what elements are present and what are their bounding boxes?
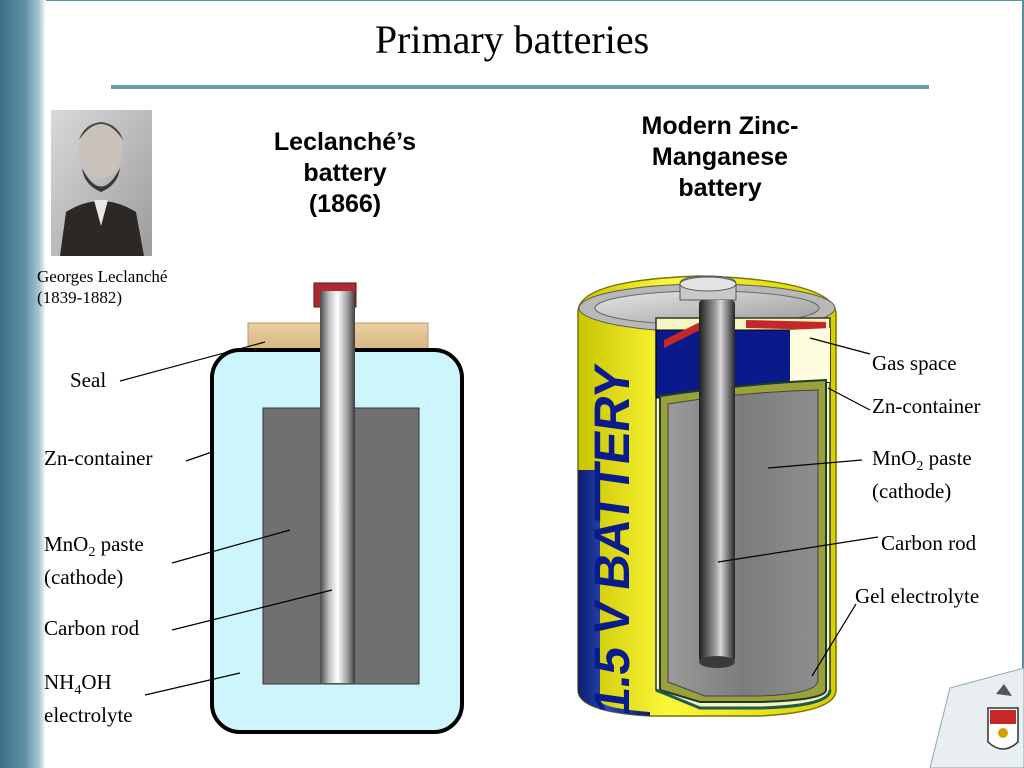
modern-heading: Modern Zinc- Manganese battery	[595, 111, 845, 204]
slide-title: Primary batteries	[374, 17, 650, 62]
leclanche-label-zn-container: Zn-container	[44, 446, 153, 470]
leclanche-label-nh4oh: NH4OH	[44, 670, 112, 699]
title-underline	[111, 85, 929, 89]
leclanche-label-electrolyte: NH4OH electrolyte	[44, 670, 133, 728]
portrait-caption: Georges Leclanché (1839-1882)	[37, 266, 167, 308]
portrait-caption-name: Georges Leclanché	[37, 267, 168, 286]
zn-container-jar	[210, 348, 464, 734]
leclanche-heading: Leclanché’s battery (1866)	[225, 127, 465, 220]
modern-label-mno2: MnO2 paste (cathode)	[872, 446, 972, 504]
leclanche-heading-line2: battery	[303, 159, 387, 187]
leclanche-heading-line3: (1866)	[308, 190, 382, 218]
mno2-paste-block	[262, 407, 420, 685]
leclanche-label-seal: Seal	[70, 368, 107, 392]
modern-label-gas-space: Gas space	[872, 351, 957, 375]
leclanche-label-carbon-rod: Carbon rod	[44, 616, 140, 640]
slide-sidebar-bar	[0, 0, 46, 768]
leclanche-label-cathode: (cathode)	[44, 565, 124, 590]
modern-heading-line3: battery	[678, 174, 762, 202]
modern-label-carbon-rod: Carbon rod	[881, 531, 977, 555]
modern-label-gel-electrolyte: Gel electrolyte	[855, 584, 980, 608]
frame-top-line	[46, 0, 1024, 1]
modern-label-zn-container: Zn-container	[872, 394, 981, 418]
battery-can-text: 1.5 V BATTERY	[584, 361, 640, 719]
modern-heading-line2: Manganese	[651, 143, 789, 171]
seal-block	[247, 322, 429, 354]
frame-right-line	[1022, 0, 1024, 768]
carbon-rod	[320, 291, 355, 683]
leclanche-label-mno2: MnO2 paste (cathode)	[44, 532, 144, 590]
portrait-caption-years: (1839-1882)	[37, 288, 122, 307]
modern-label-cathode: (cathode)	[872, 479, 952, 504]
leclanche-label-mno2-line1: MnO2 paste	[44, 532, 144, 561]
modern-label-mno2-line1: MnO2 paste	[872, 446, 972, 475]
leclanche-heading-line1: Leclanché’s	[273, 128, 417, 156]
modern-heading-line1: Modern Zinc-	[641, 112, 799, 140]
leclanche-label-electrolyte-word: electrolyte	[44, 703, 133, 728]
carbon-rod-cap	[313, 282, 357, 308]
